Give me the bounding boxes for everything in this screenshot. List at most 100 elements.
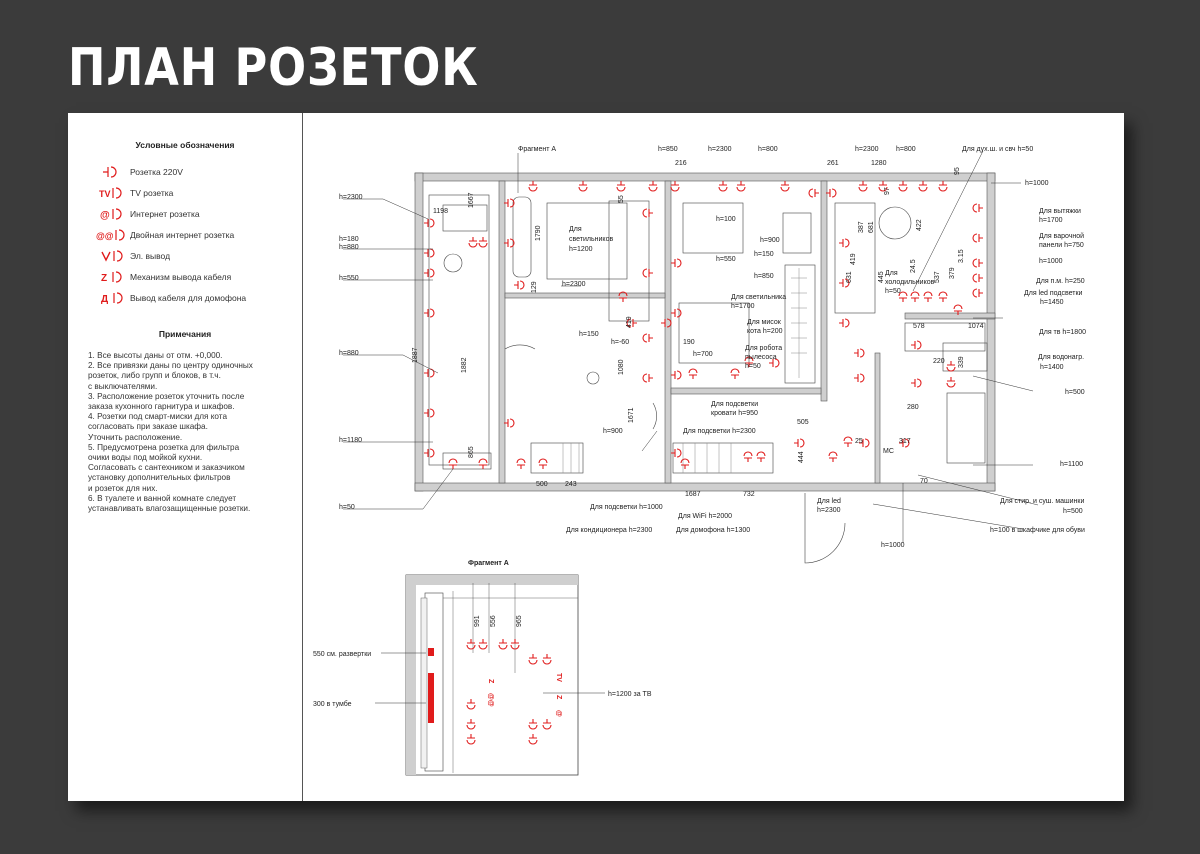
legend-label: Механизм вывода кабеля	[130, 271, 232, 282]
fragment-label: h=1200 за ТВ	[608, 691, 652, 698]
double-internet-outlet-icon: @@	[96, 228, 125, 241]
outlet-icon	[680, 458, 690, 469]
callout: h=880	[339, 350, 359, 357]
outlet-icon	[858, 181, 868, 192]
callout: Для вытяжки	[1039, 208, 1081, 215]
outlet-icon	[103, 165, 117, 178]
legend-item-double-internet: @@ Двойная интернет розетка	[96, 224, 296, 245]
svg-text:Z: Z	[101, 273, 107, 284]
outlet-icon	[542, 719, 552, 730]
fragment-dim: 991	[474, 615, 481, 627]
dimension-label: 1198	[433, 208, 448, 215]
dimension-label: 387	[858, 221, 865, 233]
callout: h=880	[339, 244, 359, 251]
outlet-icon	[946, 361, 956, 372]
callout: h=180	[339, 236, 359, 243]
fragment-title: Фрагмент А	[468, 560, 509, 567]
dimension-label: 243	[565, 481, 577, 488]
outlet-icon	[744, 356, 754, 367]
dimension-label: 3.15	[958, 249, 965, 263]
outlet-icon	[854, 373, 865, 383]
outlet-icon	[972, 203, 983, 213]
outlet-icon	[504, 238, 515, 248]
legend-item-electric: Эл. вывод	[96, 245, 296, 266]
callout: h=800	[896, 146, 916, 153]
outlet-icon	[839, 238, 850, 248]
outlet-icon	[648, 181, 658, 192]
outlet-icon	[424, 308, 435, 318]
callout: Для мисок	[747, 319, 782, 326]
fragment-label: 550 см. развертки	[313, 651, 371, 658]
dimension-label: 419	[850, 253, 857, 265]
callout: h=2300	[562, 281, 586, 288]
notes-list: 1. Все высоты даны от отм. +0,000. 2. Вс…	[88, 351, 298, 514]
fragment-at-symbol: @	[555, 710, 562, 717]
outlet-icon	[946, 377, 956, 388]
callout: Для led	[817, 498, 841, 505]
legend-label: Розетка 220V	[130, 166, 183, 177]
outlet-icon	[538, 458, 548, 469]
callout: h=1400	[1040, 364, 1064, 371]
legend-item-internet: @ Интернет розетка	[96, 203, 296, 224]
outlet-icon	[843, 436, 853, 447]
outlet-icon	[528, 654, 538, 665]
floor-plan-drawing: 2161280261119816671790973876814224194456…	[313, 146, 1086, 776]
callout: кровати h=950	[711, 410, 758, 417]
callout: кота h=200	[747, 328, 783, 335]
outlet-icon	[826, 188, 837, 198]
outlet-icon	[794, 438, 805, 448]
legend-title: Условные обозначения	[135, 140, 235, 150]
fragment-label: 300 в тумбе	[313, 700, 352, 708]
leader-lines	[343, 150, 1039, 543]
callout: h=50	[339, 504, 355, 511]
callout: h=2300	[817, 507, 841, 514]
legend-label: Двойная интернет розетка	[130, 229, 235, 240]
inner-lines	[428, 194, 988, 564]
dimension-label: 631	[846, 271, 853, 283]
outlet-icon	[854, 348, 865, 358]
callout: Для варочной	[1039, 232, 1084, 240]
outlet-icon	[911, 378, 922, 388]
callout: пылесоса	[745, 354, 777, 361]
outlet-icon	[938, 291, 948, 302]
outlet-icon	[478, 237, 488, 248]
legend-item-outlet: Розетка 220V	[96, 161, 296, 182]
storage-hatch	[562, 268, 807, 473]
callout: h=850	[754, 273, 774, 280]
outlet-icon	[448, 458, 458, 469]
outlet-icon	[528, 734, 538, 745]
fragment-dim: 965	[516, 615, 523, 627]
callout: h=100 в шкафчике для обуви	[990, 526, 1085, 534]
outlet-icon	[661, 318, 672, 328]
outlet-icon	[671, 308, 682, 318]
callout: h=800	[758, 146, 778, 153]
dimension-label: 220	[933, 358, 945, 365]
dimension-label: 537	[934, 271, 941, 283]
dimension-label: 505	[797, 419, 809, 426]
outlet-icon	[730, 368, 740, 379]
tv-outlet-icon: TV	[99, 186, 122, 199]
callout: Для подсветки h=2300	[683, 428, 756, 435]
callout: Для п.м. h=250	[1036, 278, 1085, 285]
callout: h=2300	[339, 194, 363, 201]
callout: h=2300	[708, 146, 732, 153]
outlet-icon	[478, 458, 488, 469]
outlet-icon	[923, 291, 933, 302]
outlet-icon	[514, 280, 525, 290]
outlet-icon	[424, 448, 435, 458]
callout: h=50	[745, 363, 761, 370]
callout: Для робота	[745, 344, 782, 352]
callout: h=1700	[731, 303, 755, 310]
dimension-label: 95	[954, 167, 961, 175]
dimension-label: 25	[855, 438, 863, 445]
outlet-icon	[478, 639, 488, 650]
fragment-z2-symbol: Z	[487, 679, 494, 684]
outlet-icon	[780, 181, 790, 192]
outlet-icon	[642, 268, 653, 278]
callout: холодильников	[885, 279, 935, 286]
dimension-label: 1882	[461, 357, 468, 373]
callouts: Фрагмент А h=850 h=2300 h=800 h=2300 h=8…	[339, 146, 1086, 549]
dimension-label: 1667	[468, 192, 475, 208]
legend-list: Розетка 220V TV TV розетка @ Интернет ро…	[96, 161, 296, 308]
outlet-icon	[972, 288, 983, 298]
